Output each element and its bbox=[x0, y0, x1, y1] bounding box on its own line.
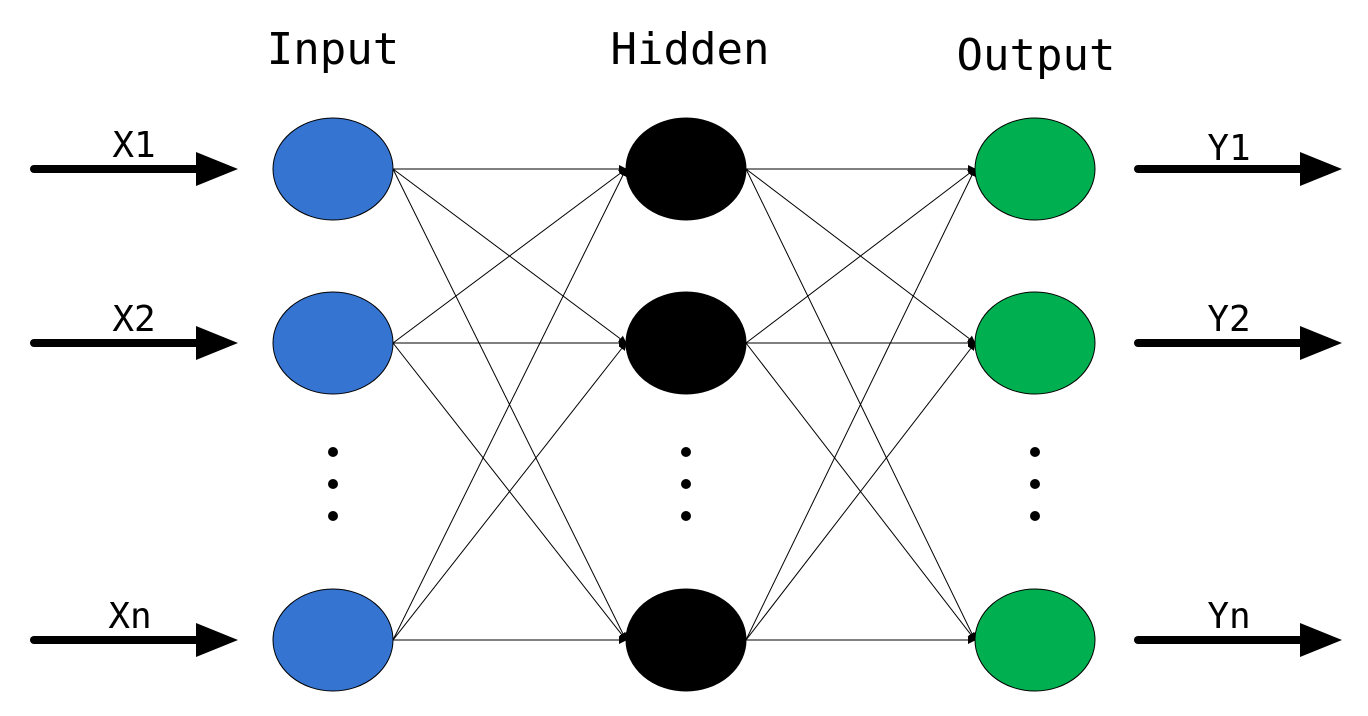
nodes bbox=[272, 117, 1096, 692]
connections bbox=[392, 165, 976, 644]
connection-l2-3-2 bbox=[745, 342, 976, 641]
output-label-y2: Y2 bbox=[1207, 299, 1250, 340]
hidden-node-1 bbox=[625, 117, 747, 221]
input-layer-title: Input bbox=[267, 24, 399, 75]
connection-l1-3-2 bbox=[392, 342, 627, 641]
output-node-n bbox=[974, 588, 1096, 692]
input-arrow-xn bbox=[30, 623, 238, 657]
connection-l1-2-1 bbox=[392, 168, 627, 344]
hidden-node-2 bbox=[625, 291, 747, 395]
hidden-layer-title: Hidden bbox=[611, 24, 770, 75]
output-arrow-yn bbox=[1134, 623, 1342, 657]
input-label-x2: X2 bbox=[112, 299, 155, 340]
output-arrow-y2 bbox=[1134, 326, 1342, 360]
output-node-2 bbox=[974, 291, 1096, 395]
output-label-yn: Yn bbox=[1207, 596, 1250, 637]
input-label-x1: X1 bbox=[112, 125, 155, 166]
input-arrow-x1 bbox=[30, 152, 238, 186]
output-layer-title: Output bbox=[957, 30, 1116, 81]
hidden-node-n bbox=[625, 588, 747, 692]
connection-l2-3-1 bbox=[745, 168, 976, 641]
input-node-2 bbox=[272, 291, 394, 395]
input-ellipsis-dots bbox=[328, 447, 338, 521]
input-node-n bbox=[272, 588, 394, 692]
input-node-1 bbox=[272, 117, 394, 221]
connection-l2-2-1 bbox=[745, 168, 976, 344]
output-node-1 bbox=[974, 117, 1096, 221]
input-arrow-x2 bbox=[30, 326, 238, 360]
input-label-xn: Xn bbox=[108, 596, 151, 637]
output-ellipsis-dots bbox=[1030, 447, 1040, 521]
output-arrow-y1 bbox=[1134, 152, 1342, 186]
connection-l1-3-1 bbox=[392, 168, 627, 641]
hidden-ellipsis-dots bbox=[681, 447, 691, 521]
output-label-y1: Y1 bbox=[1207, 128, 1250, 169]
